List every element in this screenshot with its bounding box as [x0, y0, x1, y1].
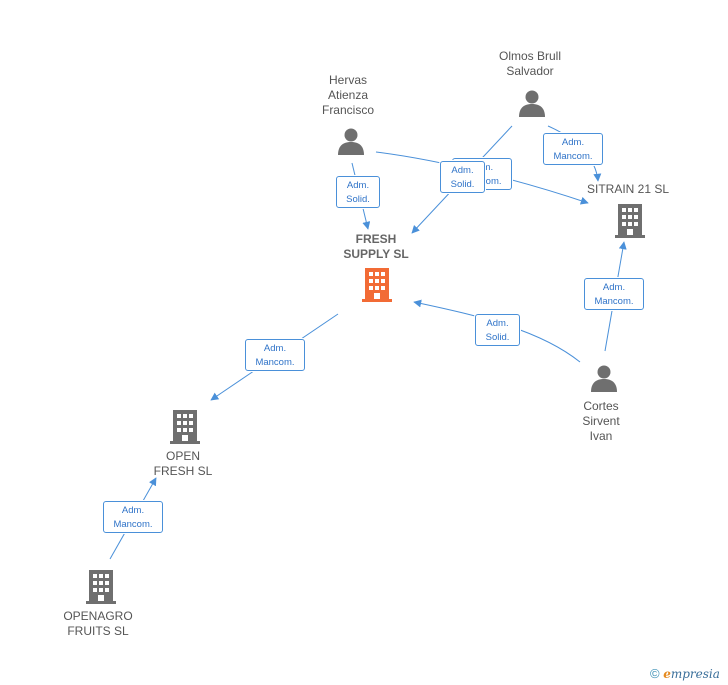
edge-badge-openagro-open[interactable]: Adm. Mancom.: [103, 501, 163, 533]
building-icon[interactable]: [86, 570, 116, 604]
node-label-line: Francisco: [321, 103, 374, 117]
node-label-line: Cortes: [583, 399, 619, 413]
node-label-line: SITRAIN 21 SL: [586, 182, 670, 196]
edge-badge-line: Adm.: [486, 318, 509, 329]
node-label-line: OPEN: [165, 449, 200, 463]
edge-badge-line: Adm.: [346, 180, 370, 191]
edge-badge-line: Solid.: [450, 179, 475, 190]
edge-badge-line: Mancom.: [553, 151, 593, 162]
edge-badge-line: Adm.: [602, 282, 626, 293]
node-label-cortes[interactable]: Cortes Sirvent Ivan: [561, 399, 641, 444]
empresia-logo: empresia: [663, 667, 720, 681]
edge-badge-line: Adm.: [451, 165, 474, 176]
building-icon[interactable]: [615, 204, 645, 238]
edge-badge-line: Solid.: [346, 194, 370, 205]
edge-badge-line: Adm.: [121, 505, 145, 516]
node-label-line: SUPPLY SL: [343, 247, 409, 261]
logo-letter: e: [663, 667, 671, 681]
edge-badge-cortes-fresh[interactable]: Adm. Solid.: [475, 314, 520, 346]
edge-badge-line: Mancom.: [594, 296, 634, 307]
copyright-icon: ©: [650, 666, 660, 681]
edge-badge-hervas-fresh[interactable]: Adm. Solid.: [336, 176, 380, 208]
node-label-line: FRUITS SL: [67, 624, 129, 638]
edge-badge-olmos-sitrain[interactable]: Adm. Mancom.: [543, 133, 603, 165]
node-label-line: Atienza: [327, 88, 369, 102]
node-label-line: Ivan: [589, 429, 613, 443]
node-label-open-fresh[interactable]: OPEN FRESH SL: [138, 449, 228, 479]
edge-badge-line: Adm.: [263, 343, 287, 354]
edge-badge-fresh-open[interactable]: Adm. Mancom.: [245, 339, 305, 371]
node-label-line: Hervas: [328, 73, 367, 87]
node-label-line: Sirvent: [582, 414, 620, 428]
node-label-fresh-supply[interactable]: FRESH SUPPLY SL: [326, 232, 426, 262]
node-label-line: Salvador: [506, 64, 554, 78]
node-label-sitrain[interactable]: SITRAIN 21 SL: [576, 182, 680, 197]
node-label-line: FRESH: [355, 232, 397, 246]
logo-text: mpresia: [670, 667, 720, 681]
edge-badge-olmos-fresh[interactable]: Adm. Solid.: [440, 161, 485, 193]
node-label-hervas[interactable]: Hervas Atienza Francisco: [306, 73, 390, 118]
edge-badge-line: Mancom.: [113, 519, 153, 530]
node-label-line: Olmos Brull: [498, 49, 561, 63]
focus-building-icon[interactable]: [362, 268, 392, 302]
edge-badge-line: Adm.: [561, 137, 585, 148]
building-icon[interactable]: [170, 410, 200, 444]
node-label-line: OPENAGRO: [63, 609, 133, 623]
copyright-footer: © empresia: [650, 666, 720, 681]
person-icon[interactable]: [519, 90, 545, 118]
node-label-olmos[interactable]: Olmos Brull Salvador: [480, 49, 580, 79]
edge-badge-cortes-sitrain[interactable]: Adm. Mancom.: [584, 278, 644, 310]
person-icon[interactable]: [591, 365, 617, 393]
edge-badge-line: Solid.: [485, 332, 510, 343]
edge-badge-line: Mancom.: [255, 357, 295, 368]
person-icon[interactable]: [338, 128, 364, 156]
node-label-line: FRESH SL: [153, 464, 213, 478]
node-label-openagro[interactable]: OPENAGRO FRUITS SL: [53, 609, 143, 639]
